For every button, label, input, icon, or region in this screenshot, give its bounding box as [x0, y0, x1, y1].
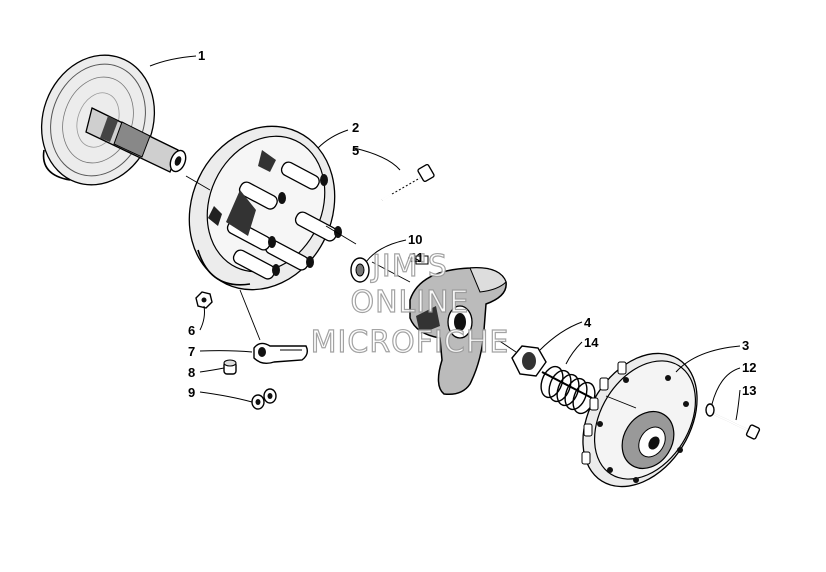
part-6-nut: [195, 291, 213, 309]
part-13-screw: [713, 413, 761, 440]
callout-1: 1: [198, 48, 205, 63]
part-14-spring: [540, 365, 596, 415]
part-10-washer: [350, 257, 370, 283]
callout-4: 4: [584, 315, 592, 330]
callout-7: 7: [188, 344, 195, 359]
callout-6: 6: [188, 323, 195, 338]
part-5-bolt: [381, 163, 435, 202]
assembly-axis-line: [185, 175, 637, 409]
watermark-line-2: ONLINE: [350, 285, 469, 320]
assembly-axis-line-2: [239, 289, 261, 341]
part-8-bushing: [223, 359, 237, 375]
callout-3: 3: [742, 338, 749, 353]
part-9-washers: [251, 388, 277, 410]
part-7-weight-arm: [253, 342, 309, 365]
part-11-spacer: [415, 255, 429, 265]
callout-13: 13: [742, 383, 756, 398]
spider-hub: [409, 267, 507, 396]
part-1-fixed-sheave: [40, 54, 187, 186]
part-4-nut: [511, 345, 547, 377]
part-2-movable-sheave: [188, 125, 342, 291]
callout-2: 2: [352, 120, 359, 135]
watermark: JIM'S ONLINE MICROFICHE: [310, 248, 510, 360]
watermark-line-1: JIM'S: [370, 249, 448, 284]
part-3-cover: [581, 352, 698, 488]
callout-12: 12: [742, 360, 756, 375]
watermark-line-3: MICROFICHE: [311, 325, 510, 360]
callout-5: 5: [352, 143, 359, 158]
part-12-washer: [705, 403, 715, 417]
callout-11: 11: [410, 250, 424, 265]
callout-8: 8: [188, 365, 195, 380]
leader-lines: [149, 55, 741, 421]
callout-10: 10: [408, 232, 422, 247]
callout-9: 9: [188, 385, 195, 400]
callout-14: 14: [584, 335, 599, 350]
